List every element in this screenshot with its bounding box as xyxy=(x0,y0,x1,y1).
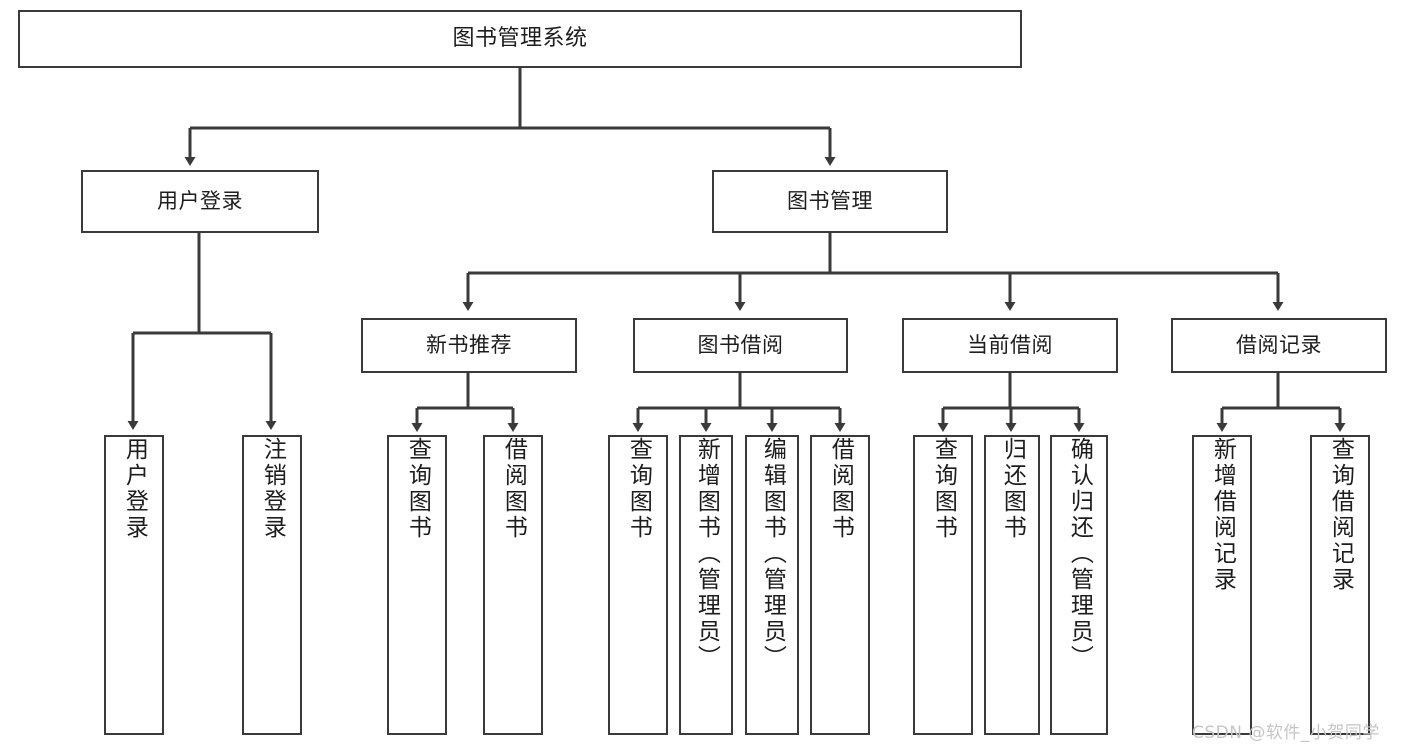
node-label: 用户登录 xyxy=(121,437,148,541)
node-user-login[interactable]: 用户登录 xyxy=(81,170,319,233)
node-book-management[interactable]: 图书管理 xyxy=(712,170,948,233)
node-label: 新增借阅记录 xyxy=(1209,437,1236,593)
node-borrow-record[interactable]: 借阅记录 xyxy=(1171,318,1387,373)
node-label: 新增图书（管理员） xyxy=(693,437,720,671)
node-label: 注销登录 xyxy=(259,437,286,541)
node-label: 编辑图书（管理员） xyxy=(759,437,786,671)
node-label: 归还图书 xyxy=(999,437,1026,541)
node-label: 借阅图书 xyxy=(500,437,527,541)
node-label: 确认归还（管理员） xyxy=(1066,437,1093,671)
node-label: 借阅图书 xyxy=(827,437,854,541)
leaf-query-borrow-record[interactable]: 查询借阅记录 xyxy=(1310,435,1370,735)
leaf-query-book-borrow[interactable]: 查询图书 xyxy=(608,435,668,735)
leaf-borrow-book[interactable]: 借阅图书 xyxy=(810,435,870,735)
leaf-query-book-current[interactable]: 查询图书 xyxy=(913,435,973,735)
node-root-system[interactable]: 图书管理系统 xyxy=(18,10,1022,68)
node-label: 图书管理 xyxy=(787,189,873,214)
node-label: 新书推荐 xyxy=(426,333,512,358)
node-new-book-recommend[interactable]: 新书推荐 xyxy=(361,318,577,373)
node-current-borrow[interactable]: 当前借阅 xyxy=(902,318,1118,373)
leaf-add-borrow-record[interactable]: 新增借阅记录 xyxy=(1192,435,1252,735)
leaf-borrow-book-new[interactable]: 借阅图书 xyxy=(483,435,543,735)
leaf-logout[interactable]: 注销登录 xyxy=(242,435,302,735)
leaf-confirm-return-admin[interactable]: 确认归还（管理员） xyxy=(1050,435,1108,735)
leaf-query-book-new[interactable]: 查询图书 xyxy=(387,435,447,735)
leaf-return-book[interactable]: 归还图书 xyxy=(984,435,1040,735)
leaf-add-book-admin[interactable]: 新增图书（管理员） xyxy=(679,435,733,735)
node-label: 查询图书 xyxy=(930,437,957,541)
leaf-user-login[interactable]: 用户登录 xyxy=(104,435,164,735)
node-label: 用户登录 xyxy=(157,189,243,214)
node-label: 当前借阅 xyxy=(967,333,1053,358)
node-label: 借阅记录 xyxy=(1236,333,1322,358)
node-label: 图书借阅 xyxy=(697,333,784,358)
node-label: 查询图书 xyxy=(625,437,652,541)
csdn-watermark: CSDN @软件_小贺同学 xyxy=(1192,723,1380,743)
node-label: 查询图书 xyxy=(404,437,431,541)
node-book-borrow[interactable]: 图书借阅 xyxy=(633,318,848,373)
node-label: 图书管理系统 xyxy=(452,25,588,51)
leaf-edit-book-admin[interactable]: 编辑图书（管理员） xyxy=(745,435,799,735)
node-label: 查询借阅记录 xyxy=(1327,437,1354,593)
